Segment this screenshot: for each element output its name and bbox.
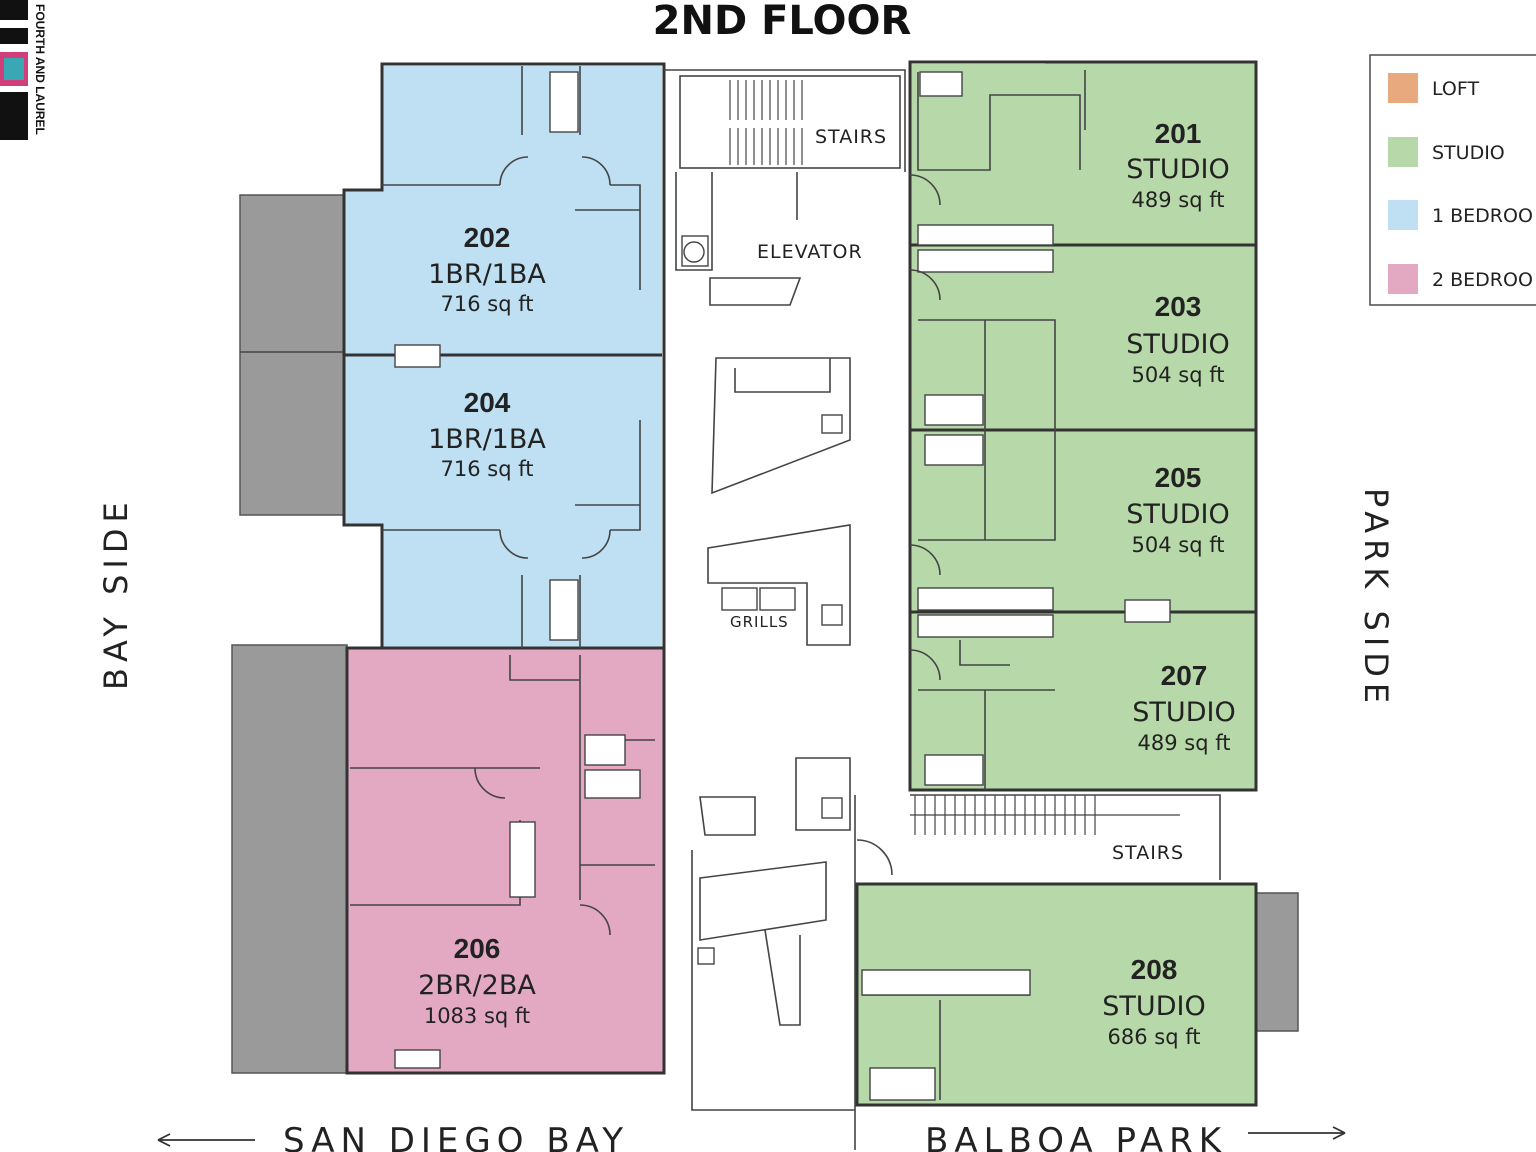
walls [342, 60, 1258, 1150]
brand-logo: FOURTH AND LAUREL [0, 0, 47, 140]
balcony-206 [231, 644, 348, 1074]
unit-207-label: 207 STUDIO 489 sq ft [1132, 660, 1235, 755]
unit-204-label: 204 1BR/1BA 716 sq ft [428, 387, 546, 481]
interior-partitions [350, 66, 1171, 1101]
balcony-202-204 [239, 194, 345, 516]
unit-201-fill [910, 62, 1255, 245]
legend-swatch-1br [1388, 200, 1418, 230]
unit-203-number: 203 [1155, 291, 1202, 322]
unit-204-type: 1BR/1BA [428, 424, 546, 455]
unit-208-type: STUDIO [1102, 991, 1205, 1022]
park-side-label: PARK SIDE [1357, 488, 1395, 709]
legend-label-2br: 2 BEDROO [1432, 269, 1533, 291]
unit-207-area: 489 sq ft [1138, 731, 1231, 755]
legend-swatch-studio [1388, 137, 1418, 167]
courtyard-planters [697, 357, 851, 1026]
stairs-bottom-label: STAIRS [1112, 842, 1184, 864]
unit-201-area: 489 sq ft [1132, 188, 1225, 212]
san-diego-bay-label: SAN DIEGO BAY [283, 1121, 629, 1152]
legend-label-loft: LOFT [1432, 78, 1479, 100]
unit-201-number: 201 [1155, 118, 1202, 149]
elevator-label: ELEVATOR [757, 241, 863, 263]
legend: LOFT STUDIO 1 BEDROO 2 BEDROO [1369, 54, 1536, 306]
unit-206-type: 2BR/2BA [418, 970, 536, 1001]
stairs-bottom-drawing [910, 795, 1180, 835]
unit-202-fill [344, 66, 662, 355]
san-diego-bay-arrow [157, 1133, 255, 1147]
unit-201-label: 201 STUDIO 489 sq ft [1126, 118, 1229, 212]
unit-202-label: 202 1BR/1BA 716 sq ft [428, 222, 546, 316]
balcony-208 [1255, 892, 1299, 1032]
unit-204-number: 204 [464, 387, 511, 418]
unit-202-type: 1BR/1BA [428, 259, 546, 290]
unit-204-area: 716 sq ft [441, 457, 534, 481]
stairs-top-drawing [679, 75, 901, 306]
unit-205-number: 205 [1155, 462, 1202, 493]
unit-206-area: 1083 sq ft [424, 1004, 530, 1028]
unit-203-label: 203 STUDIO 504 sq ft [1126, 291, 1229, 387]
unit-208-number: 208 [1131, 954, 1178, 985]
legend-label-1br: 1 BEDROO [1432, 205, 1533, 227]
legend-label-studio: STUDIO [1432, 142, 1505, 164]
balboa-park-label: BALBOA PARK [925, 1121, 1227, 1152]
unit-206-number: 206 [454, 933, 501, 964]
balboa-park-arrow [1248, 1126, 1346, 1140]
legend-swatch-2br [1388, 264, 1418, 294]
legend-swatch-loft [1388, 73, 1418, 103]
unit-206-label: 206 2BR/2BA 1083 sq ft [418, 933, 536, 1028]
unit-202-area: 716 sq ft [441, 292, 534, 316]
unit-205-type: STUDIO [1126, 499, 1229, 530]
brand-name: FOURTH AND LAUREL [33, 4, 47, 135]
unit-203-area: 504 sq ft [1132, 363, 1225, 387]
stairs-top-label: STAIRS [815, 126, 887, 148]
unit-206-fill [347, 648, 664, 1073]
unit-204-fill [344, 355, 662, 648]
bay-side-label: BAY SIDE [97, 496, 135, 690]
unit-207-number: 207 [1161, 660, 1208, 691]
unit-207-type: STUDIO [1132, 697, 1235, 728]
unit-208-label: 208 STUDIO 686 sq ft [1102, 954, 1205, 1049]
floor-title: 2ND FLOOR [653, 0, 912, 44]
unit-208-area: 686 sq ft [1108, 1025, 1201, 1049]
grills-label: GRILLS [730, 613, 789, 631]
unit-201-type: STUDIO [1126, 154, 1229, 185]
unit-203-type: STUDIO [1126, 329, 1229, 360]
unit-202-number: 202 [464, 222, 511, 253]
unit-205-label: 205 STUDIO 504 sq ft [1126, 462, 1229, 557]
unit-205-area: 504 sq ft [1132, 533, 1225, 557]
